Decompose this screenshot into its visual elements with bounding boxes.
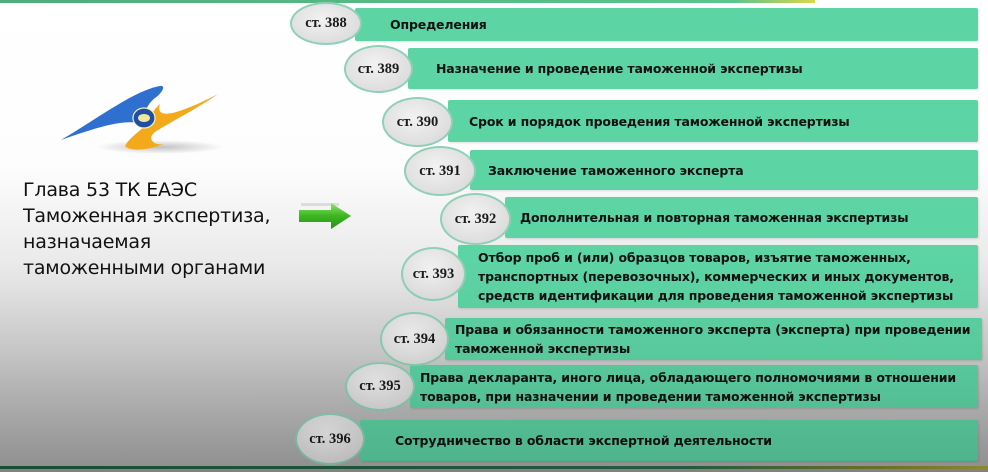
article-title: Дополнительная и повторная таможенная эк… <box>520 210 909 225</box>
article-title-line: средств идентификации для проведения там… <box>478 288 954 303</box>
article-title: Отбор проб и (или) образцов товаров, изъ… <box>478 248 954 305</box>
chapter-title-line: таможенными органами <box>23 257 266 279</box>
article-title: Сотрудничество в области экспертной деят… <box>395 433 772 448</box>
article-title-line: Отбор проб и (или) образцов товаров, изъ… <box>478 250 911 265</box>
bottom-strip <box>0 469 988 472</box>
article-row-395: Права декларанта, иного лица, обладающег… <box>410 365 978 408</box>
top-divider-line <box>0 0 815 3</box>
chapter-title-line: назначаемая <box>23 231 151 253</box>
arrow-right-icon <box>299 203 351 229</box>
article-title-line: таможенной экспертизы <box>455 341 631 356</box>
article-row-393: Отбор проб и (или) образцов товаров, изъ… <box>458 245 978 308</box>
article-number-badge: ст. 389 <box>344 45 413 93</box>
bottom-divider-line <box>0 466 988 469</box>
article-row-388: Определения <box>355 8 978 41</box>
article-row-389: Назначение и проведение таможенной экспе… <box>408 48 978 89</box>
article-row-391: Заключение таможенного эксперта <box>470 150 978 190</box>
article-title: Определения <box>390 17 487 32</box>
eaeu-emblem-icon <box>61 85 218 150</box>
article-row-394: Права и обязанности таможенного эксперта… <box>445 318 982 360</box>
article-title: Права и обязанности таможенного эксперта… <box>455 320 971 358</box>
article-row-390: Срок и порядок проведения таможенной экс… <box>448 100 978 142</box>
article-title: Заключение таможенного эксперта <box>488 162 744 178</box>
article-title-line: транспортных (перевозочных), коммерчески… <box>478 269 954 284</box>
article-title: Назначение и проведение таможенной экспе… <box>436 61 803 76</box>
article-title-line: Права и обязанности таможенного эксперта… <box>455 322 971 337</box>
article-number-badge: ст. 391 <box>404 146 476 196</box>
article-title-line: товаров, при назначении и проведении там… <box>420 388 881 404</box>
article-title-line: Права декларанта, иного лица, обладающег… <box>420 369 956 385</box>
article-number-badge: ст. 388 <box>290 2 362 45</box>
article-number-badge: ст. 395 <box>345 362 415 411</box>
article-number-badge: ст. 394 <box>380 312 449 366</box>
chapter-title: Глава 53 ТК ЕАЭС Таможенная экспертиза, … <box>23 177 293 281</box>
article-number-badge: ст. 393 <box>401 247 466 301</box>
article-row-392: Дополнительная и повторная таможенная эк… <box>505 197 978 238</box>
article-number-badge: ст. 392 <box>440 193 511 245</box>
article-title: Срок и порядок проведения таможенной экс… <box>469 113 850 129</box>
chapter-title-line: Таможенная экспертиза, <box>23 205 271 227</box>
article-row-396: Сотрудничество в области экспертной деят… <box>360 420 978 461</box>
article-title: Права декларанта, иного лица, обладающег… <box>420 368 956 406</box>
chapter-title-line: Глава 53 ТК ЕАЭС <box>23 179 197 201</box>
article-number-badge: ст. 396 <box>295 413 365 465</box>
article-number-badge: ст. 390 <box>382 97 453 147</box>
